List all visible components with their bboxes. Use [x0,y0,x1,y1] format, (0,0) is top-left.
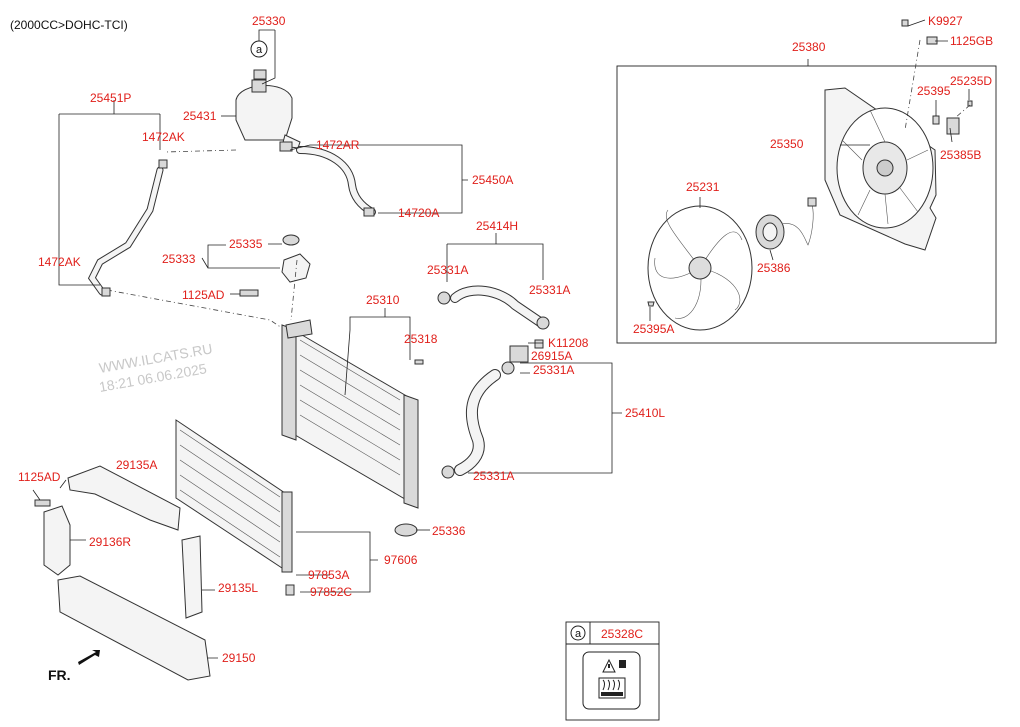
clamp-1472ak-top-part[interactable] [158,159,168,169]
label-25451p[interactable]: 25451P [90,91,131,105]
label-25331a-3[interactable]: 25331A [533,363,574,377]
engine-spec-header: (2000CC>DOHC-TCI) [10,18,128,32]
label-25386[interactable]: 25386 [757,261,791,275]
label-25310[interactable]: 25310 [366,293,400,307]
plug-97852c-part[interactable] [285,584,295,596]
label-25450a[interactable]: 25450A [472,173,513,187]
label-25231[interactable]: 25231 [686,180,720,194]
front-direction-arrow-icon [78,650,100,665]
air-guard-29135l-part[interactable] [181,535,203,619]
bolt-1125gb-part[interactable] [926,36,938,45]
clamp-25331a-1-part[interactable] [437,291,451,305]
label-29136r[interactable]: 29136R [89,535,131,549]
bolt-1125ad-top-part[interactable] [239,289,259,297]
label-25350[interactable]: 25350 [770,137,804,151]
label-1125ad-top[interactable]: 1125AD [182,288,225,302]
label-25235d[interactable]: 25235D [950,74,992,88]
legend-part-number[interactable]: 25328C [601,627,643,641]
bushing-25335-part[interactable] [282,234,300,246]
clamp-14720a-part[interactable] [363,207,375,217]
pin-25235d-part[interactable] [967,100,973,107]
label-25385b[interactable]: 25385B [940,148,981,162]
label-25380[interactable]: 25380 [792,40,826,54]
label-25331a-4[interactable]: 25331A [473,469,514,483]
reservoir-tank-part[interactable] [235,79,301,149]
label-97606[interactable]: 97606 [384,553,418,567]
radiator-carrier-29150-part[interactable] [57,575,211,681]
clamp-1472ak-left-part[interactable] [101,287,111,297]
label-29135a[interactable]: 29135A [116,458,157,472]
label-29150[interactable]: 29150 [222,651,256,665]
clamp-1472ar-part[interactable] [279,141,293,152]
label-25331a-1[interactable]: 25331A [427,263,468,277]
air-guard-29135a-part[interactable] [67,465,181,531]
radiator-filler-neck-part[interactable] [285,319,313,339]
fan-motor-part[interactable] [755,197,817,250]
radiator-core-part[interactable] [281,324,419,509]
air-guard-29136r-part[interactable] [43,505,71,576]
fan-resistor-part[interactable] [946,117,960,135]
label-25331a-2[interactable]: 25331A [529,283,570,297]
label-29135l[interactable]: 29135L [218,581,258,595]
label-1125gb[interactable]: 1125GB [950,34,993,48]
reservoir-cap-part[interactable] [253,69,267,80]
legend-box: a 25328C [565,621,660,721]
clamp-25331a-2-part[interactable] [536,316,550,330]
clip-k9927-part[interactable] [901,19,909,27]
fan-assembly-frame [616,65,997,344]
label-25431[interactable]: 25431 [183,109,217,123]
label-1472ar[interactable]: 1472AR [316,138,360,152]
clamp-25331a-3-part[interactable] [501,361,515,375]
label-25318[interactable]: 25318 [404,332,438,346]
plug-25318-part[interactable] [414,359,424,365]
overflow-hose-part[interactable] [87,166,164,296]
label-25395[interactable]: 25395 [917,84,951,98]
label-k11208[interactable]: K11208 [548,336,589,350]
condenser-part[interactable] [175,419,293,573]
label-26915a[interactable]: 26915A [531,349,572,363]
label-25395a[interactable]: 25395A [633,322,674,336]
label-97853a[interactable]: 97853A [308,568,349,582]
callout-a-letter: a [256,44,263,56]
screw-25395a-part[interactable] [647,301,655,307]
label-1125ad-left[interactable]: 1125AD [18,470,61,484]
fan-shroud-part[interactable] [824,87,937,251]
label-1472ak-left[interactable]: 1472AK [38,255,81,269]
label-97852c[interactable]: 97852C [310,585,352,599]
coolant-warning-label-icon[interactable] [582,651,641,710]
fitting-k11208-part[interactable] [534,339,544,349]
label-25333[interactable]: 25333 [162,252,196,266]
label-25336[interactable]: 25336 [432,524,466,538]
fan-blade-part[interactable] [647,205,753,331]
clamp-25331a-4-part[interactable] [441,465,455,479]
label-1472ak-top[interactable]: 1472AK [142,130,185,144]
label-25335[interactable]: 25335 [229,237,263,251]
label-25410l[interactable]: 25410L [625,406,665,420]
legend-marker: a [575,628,582,640]
label-25330[interactable]: 25330 [252,14,286,28]
bolt-1125ad-left-part[interactable] [34,499,51,507]
screw-25395-part[interactable] [932,115,940,125]
label-14720a[interactable]: 14720A [398,206,439,220]
mount-25336-part[interactable] [394,523,418,537]
front-direction-label: FR. [48,667,71,683]
label-25414h[interactable]: 25414H [476,219,518,233]
fitting-26915a-part[interactable] [509,345,529,363]
label-k9927[interactable]: K9927 [928,14,963,28]
